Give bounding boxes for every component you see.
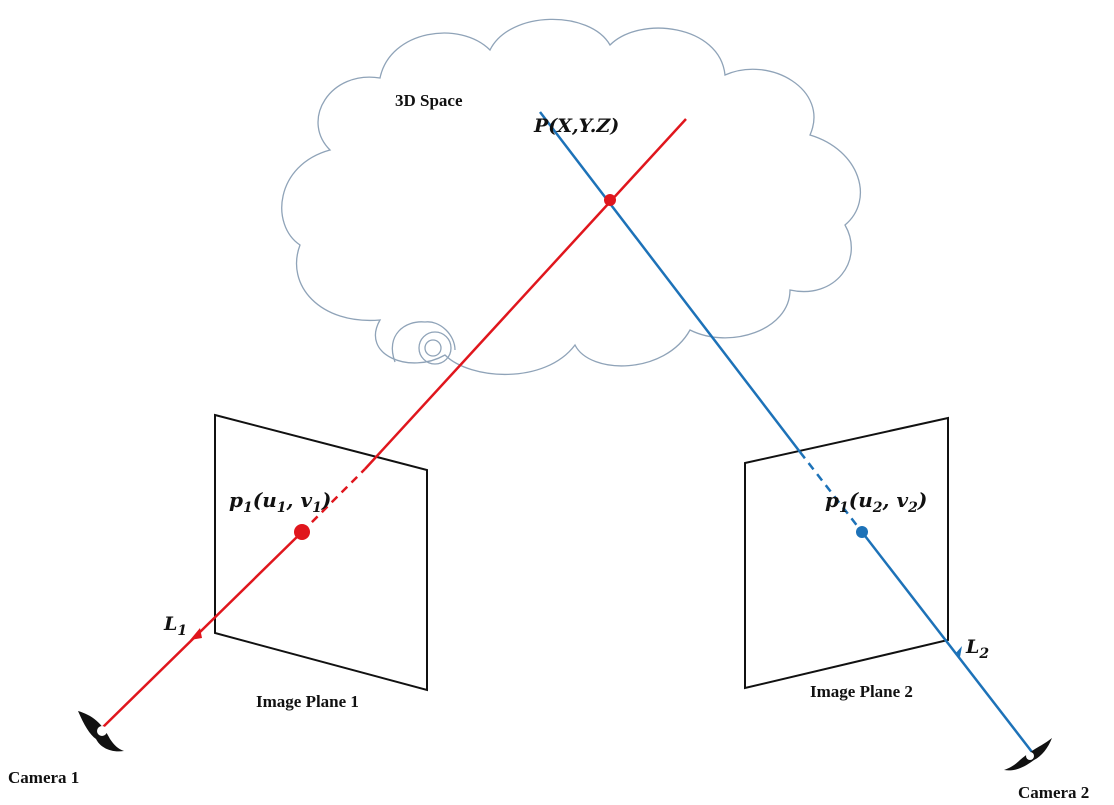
image-plane-1 — [214, 413, 428, 692]
point-P-label: P(X,Y.Z) — [533, 115, 619, 137]
projection-2-label: p1(u2, v2) — [825, 488, 927, 516]
ray-2 — [539, 111, 1033, 753]
camera-2-label: Camera 2 — [1018, 783, 1089, 802]
camera-1-icon — [78, 711, 124, 752]
projection-point-2 — [856, 526, 868, 538]
space-label: 3D Space — [395, 91, 463, 110]
ray-2-arrow-icon — [955, 646, 962, 657]
point-P — [604, 194, 616, 206]
ray-1-label: L1 — [163, 613, 187, 639]
projection-1-label: p1(u1, v1) — [229, 488, 331, 516]
ray-1 — [99, 118, 687, 731]
image-plane-2-label: Image Plane 2 — [810, 682, 913, 701]
cloud-3d-space — [281, 18, 862, 376]
camera-2-icon — [1004, 738, 1052, 771]
projection-point-1 — [294, 524, 310, 540]
ray-2-label: L2 — [965, 636, 989, 662]
ray-1-arrow-icon — [190, 628, 202, 640]
point-P-coords: (X,Y.Z) — [548, 115, 619, 137]
camera-1-label: Camera 1 — [8, 768, 79, 787]
image-plane-1-label: Image Plane 1 — [256, 692, 359, 711]
image-plane-2 — [744, 416, 949, 690]
